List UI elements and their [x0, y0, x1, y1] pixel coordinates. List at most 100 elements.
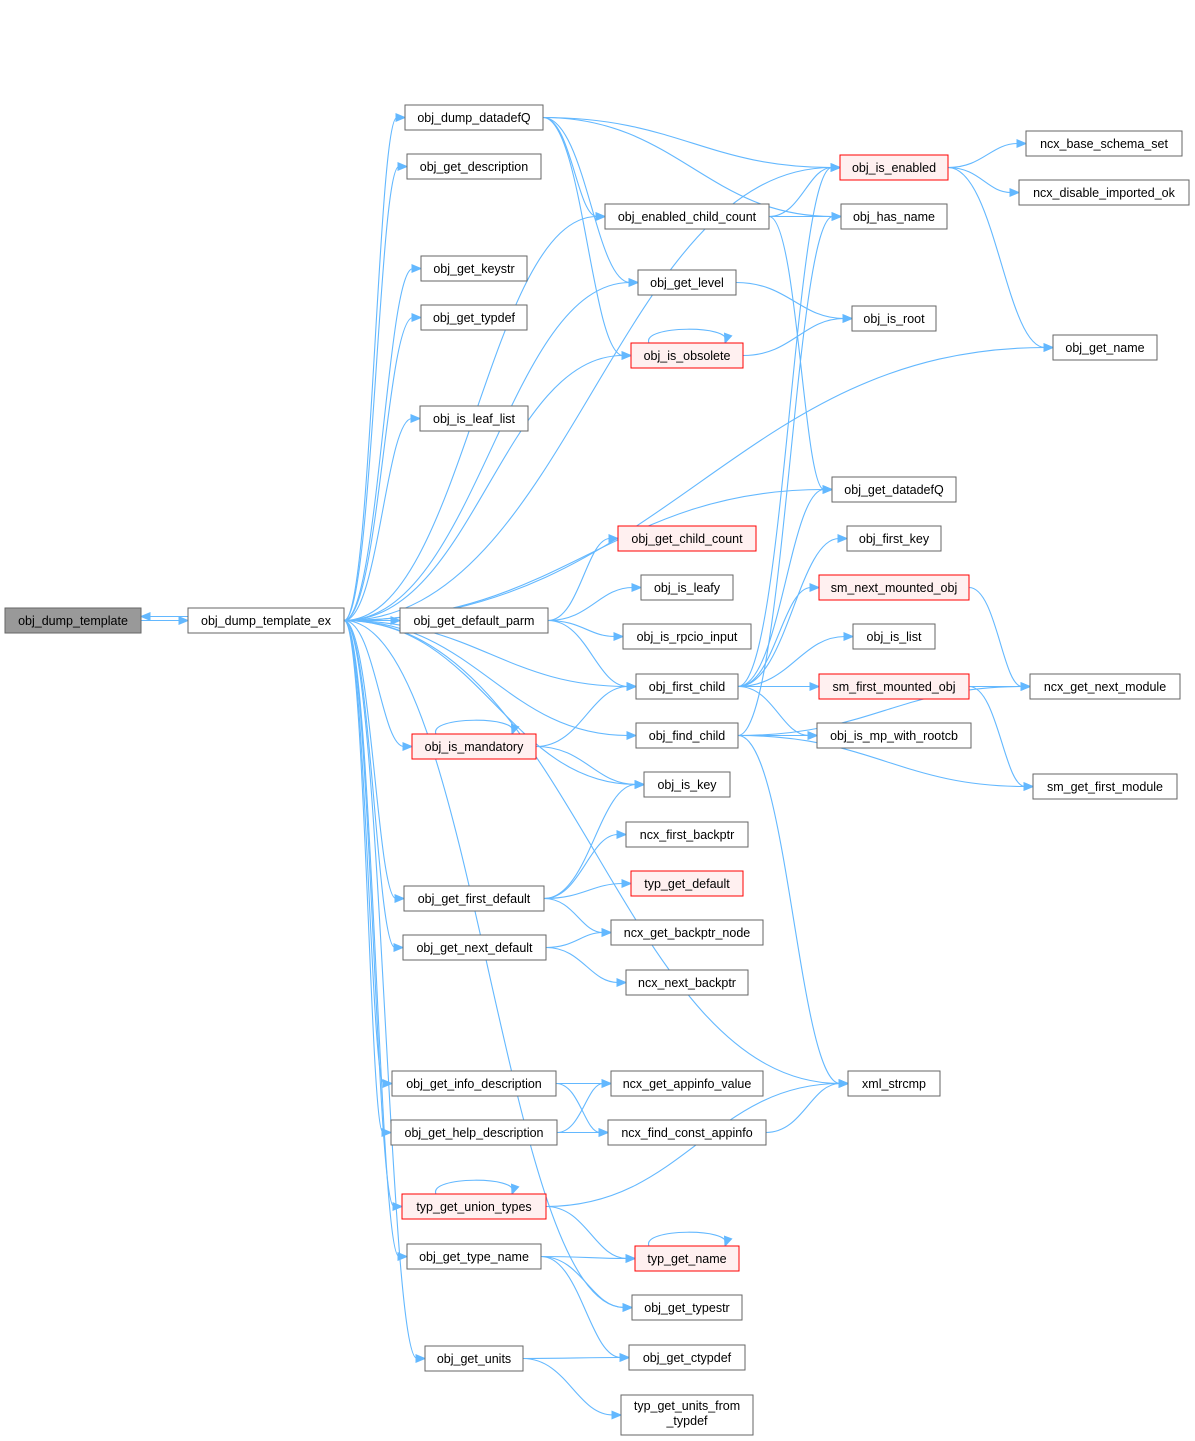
node-obj-get-typdef[interactable]: obj_get_typdef: [420, 304, 528, 331]
node-obj-first-key[interactable]: obj_first_key: [846, 525, 942, 552]
arrowhead-obj-get-first-default-to-typ-get-default: [621, 878, 633, 889]
node-label: obj_get_type_name: [419, 1250, 529, 1264]
edge-obj-get-first-default-to-typ-get-default: [543, 882, 624, 900]
node-obj-is-leafy[interactable]: obj_is_leafy: [640, 574, 734, 601]
node-ncx-get-appinfo-value[interactable]: ncx_get_appinfo_value: [610, 1070, 764, 1097]
node-label: typ_get_units_from_typdef: [634, 1399, 740, 1428]
node-obj-first-child[interactable]: obj_first_child: [635, 673, 739, 700]
node-obj-is-key[interactable]: obj_is_key: [643, 771, 731, 798]
node-obj-has-name[interactable]: obj_has_name: [840, 203, 948, 230]
arrowhead-obj-dump-template-ex-to-obj-dump-template: [139, 611, 151, 622]
node-obj-is-rpcio-input[interactable]: obj_is_rpcio_input: [622, 623, 752, 650]
node-label: obj_get_level: [650, 276, 724, 290]
arrowhead-obj-is-mandatory-to-obj-first-child: [626, 681, 638, 692]
arrowhead-obj-dump-template-ex-to-obj-find-child: [626, 730, 638, 741]
arrowhead-obj-first-child-to-sm-first-mounted-obj: [809, 681, 821, 692]
edge-obj-dump-template-ex-to-obj-get-typdef: [343, 316, 414, 622]
node-box: [628, 1344, 746, 1371]
node-obj-is-root[interactable]: obj_is_root: [851, 305, 937, 332]
edge-ncx-find-const-appinfo-to-xml-strcmp: [765, 1082, 841, 1134]
node-obj-get-description[interactable]: obj_get_description: [406, 153, 542, 180]
node-obj-get-ctypdef[interactable]: obj_get_ctypdef: [628, 1344, 746, 1371]
node-label: obj_is_leafy: [654, 581, 721, 595]
node-obj-is-mp-with-rootcb[interactable]: obj_is_mp_with_rootcb: [816, 722, 972, 749]
node-typ-get-units-from-typdef[interactable]: typ_get_units_from_typdef: [620, 1394, 754, 1436]
node-label: ncx_disable_imported_ok: [1033, 186, 1176, 200]
node-box: [617, 525, 757, 552]
node-sm-first-mounted-obj[interactable]: sm_first_mounted_obj: [818, 673, 970, 700]
node-ncx-get-backptr-node[interactable]: ncx_get_backptr_node: [610, 919, 764, 946]
node-sm-next-mounted-obj[interactable]: sm_next_mounted_obj: [818, 574, 970, 601]
edge-obj-dump-template-ex-to-obj-is-key: [343, 619, 637, 786]
node-typ-get-default[interactable]: typ_get_default: [630, 870, 744, 897]
edge-obj-get-level-to-obj-is-root: [735, 281, 845, 320]
node-label: obj_get_description: [420, 160, 528, 174]
edge-typ-get-union-types-to-typ-get-name: [545, 1205, 628, 1260]
edge-obj-get-default-parm-to-obj-first-child: [547, 619, 629, 688]
node-sm-get-first-module[interactable]: sm_get_first_module: [1032, 773, 1178, 800]
node-ncx-disable-imported-ok[interactable]: ncx_disable_imported_ok: [1018, 179, 1190, 206]
arrowhead-obj-first-child-to-obj-is-list: [843, 631, 855, 642]
arrowhead-obj-is-obsolete-to-obj-is-root: [842, 313, 854, 324]
arrowhead-obj-get-default-parm-to-obj-get-child-count: [608, 533, 620, 544]
node-obj-is-list[interactable]: obj_is_list: [852, 623, 936, 650]
edge-sm-first-mounted-obj-to-sm-get-first-module: [968, 685, 1026, 788]
edge-obj-get-next-default-to-ncx-get-backptr-node: [545, 931, 604, 949]
node-box: [610, 919, 764, 946]
node-label: obj_is_list: [867, 630, 922, 644]
arrowhead-sm-first-mounted-obj-to-ncx-get-next-module: [1020, 681, 1032, 692]
edge-obj-dump-template-ex-to-obj-is-obsolete: [343, 354, 624, 622]
node-box: [406, 1243, 542, 1270]
edge-obj-get-type-name-to-typ-get-name: [540, 1255, 628, 1260]
node-ncx-first-backptr[interactable]: ncx_first_backptr: [625, 821, 749, 848]
node-label: obj_is_rpcio_input: [637, 630, 738, 644]
arrowhead-obj-is-mandatory-to-obj-is-mandatory: [510, 723, 520, 736]
node-box: [1025, 130, 1183, 157]
node-obj-is-enabled[interactable]: obj_is_enabled: [839, 154, 949, 181]
node-box: [634, 1245, 740, 1272]
node-obj-enabled-child-count[interactable]: obj_enabled_child_count: [604, 203, 770, 230]
node-obj-get-name[interactable]: obj_get_name: [1052, 334, 1158, 361]
node-obj-get-child-count[interactable]: obj_get_child_count: [617, 525, 757, 552]
node-ncx-get-next-module[interactable]: ncx_get_next_module: [1029, 673, 1181, 700]
edge-obj-dump-datadefQ-to-obj-is-obsolete: [542, 116, 624, 357]
node-obj-get-keystr[interactable]: obj_get_keystr: [420, 255, 528, 282]
node-obj-dump-datadefQ[interactable]: obj_dump_datadefQ: [404, 104, 544, 131]
node-obj-find-child[interactable]: obj_find_child: [635, 722, 739, 749]
node-obj-get-datadefQ[interactable]: obj_get_datadefQ: [831, 476, 957, 503]
edge-obj-find-child-to-xml-strcmp: [737, 734, 841, 1085]
node-obj-get-default-parm[interactable]: obj_get_default_parm: [399, 607, 549, 634]
node-label: obj_enabled_child_count: [618, 210, 757, 224]
node-obj-get-type-name[interactable]: obj_get_type_name: [406, 1243, 542, 1270]
node-obj-is-leaf-list[interactable]: obj_is_leaf_list: [419, 405, 529, 432]
node-obj-is-obsolete[interactable]: obj_is_obsolete: [630, 342, 744, 369]
node-box: [399, 607, 549, 634]
node-ncx-next-backptr[interactable]: ncx_next_backptr: [625, 969, 749, 996]
node-typ-get-name[interactable]: typ_get_name: [634, 1245, 740, 1272]
node-box: [4, 607, 142, 634]
node-label: obj_first_child: [649, 680, 725, 694]
node-obj-get-next-default[interactable]: obj_get_next_default: [402, 934, 547, 961]
edge-obj-dump-template-ex-to-obj-get-units: [343, 619, 418, 1360]
node-obj-dump-template[interactable]: obj_dump_template: [4, 607, 142, 634]
node-obj-get-units[interactable]: obj_get_units: [424, 1345, 524, 1372]
node-ncx-base-schema-set[interactable]: ncx_base_schema_set: [1025, 130, 1183, 157]
node-box: [630, 870, 744, 897]
node-ncx-find-const-appinfo[interactable]: ncx_find_const_appinfo: [607, 1119, 767, 1146]
node-obj-get-level[interactable]: obj_get_level: [637, 269, 737, 296]
node-obj-is-mandatory[interactable]: obj_is_mandatory: [411, 733, 537, 760]
node-typ-get-union-types[interactable]: typ_get_union_types: [401, 1193, 547, 1220]
node-xml-strcmp[interactable]: xml_strcmp: [847, 1070, 941, 1097]
node-box: [635, 673, 739, 700]
node-box: [610, 1070, 764, 1097]
node-obj-get-first-default[interactable]: obj_get_first_default: [403, 885, 545, 912]
node-label: ncx_first_backptr: [640, 828, 734, 842]
node-obj-dump-template-ex[interactable]: obj_dump_template_ex: [187, 607, 345, 634]
node-label: obj_get_units: [437, 1352, 511, 1366]
arrowhead-obj-get-type-name-to-obj-get-typestr: [622, 1302, 634, 1313]
node-obj-get-typestr[interactable]: obj_get_typestr: [631, 1294, 743, 1321]
node-box: [391, 1070, 557, 1097]
node-obj-get-help-description[interactable]: obj_get_help_description: [390, 1119, 558, 1146]
node-obj-get-info-description[interactable]: obj_get_info_description: [391, 1070, 557, 1097]
arrowhead-obj-get-help-description-to-ncx-find-const-appinfo: [598, 1127, 610, 1138]
